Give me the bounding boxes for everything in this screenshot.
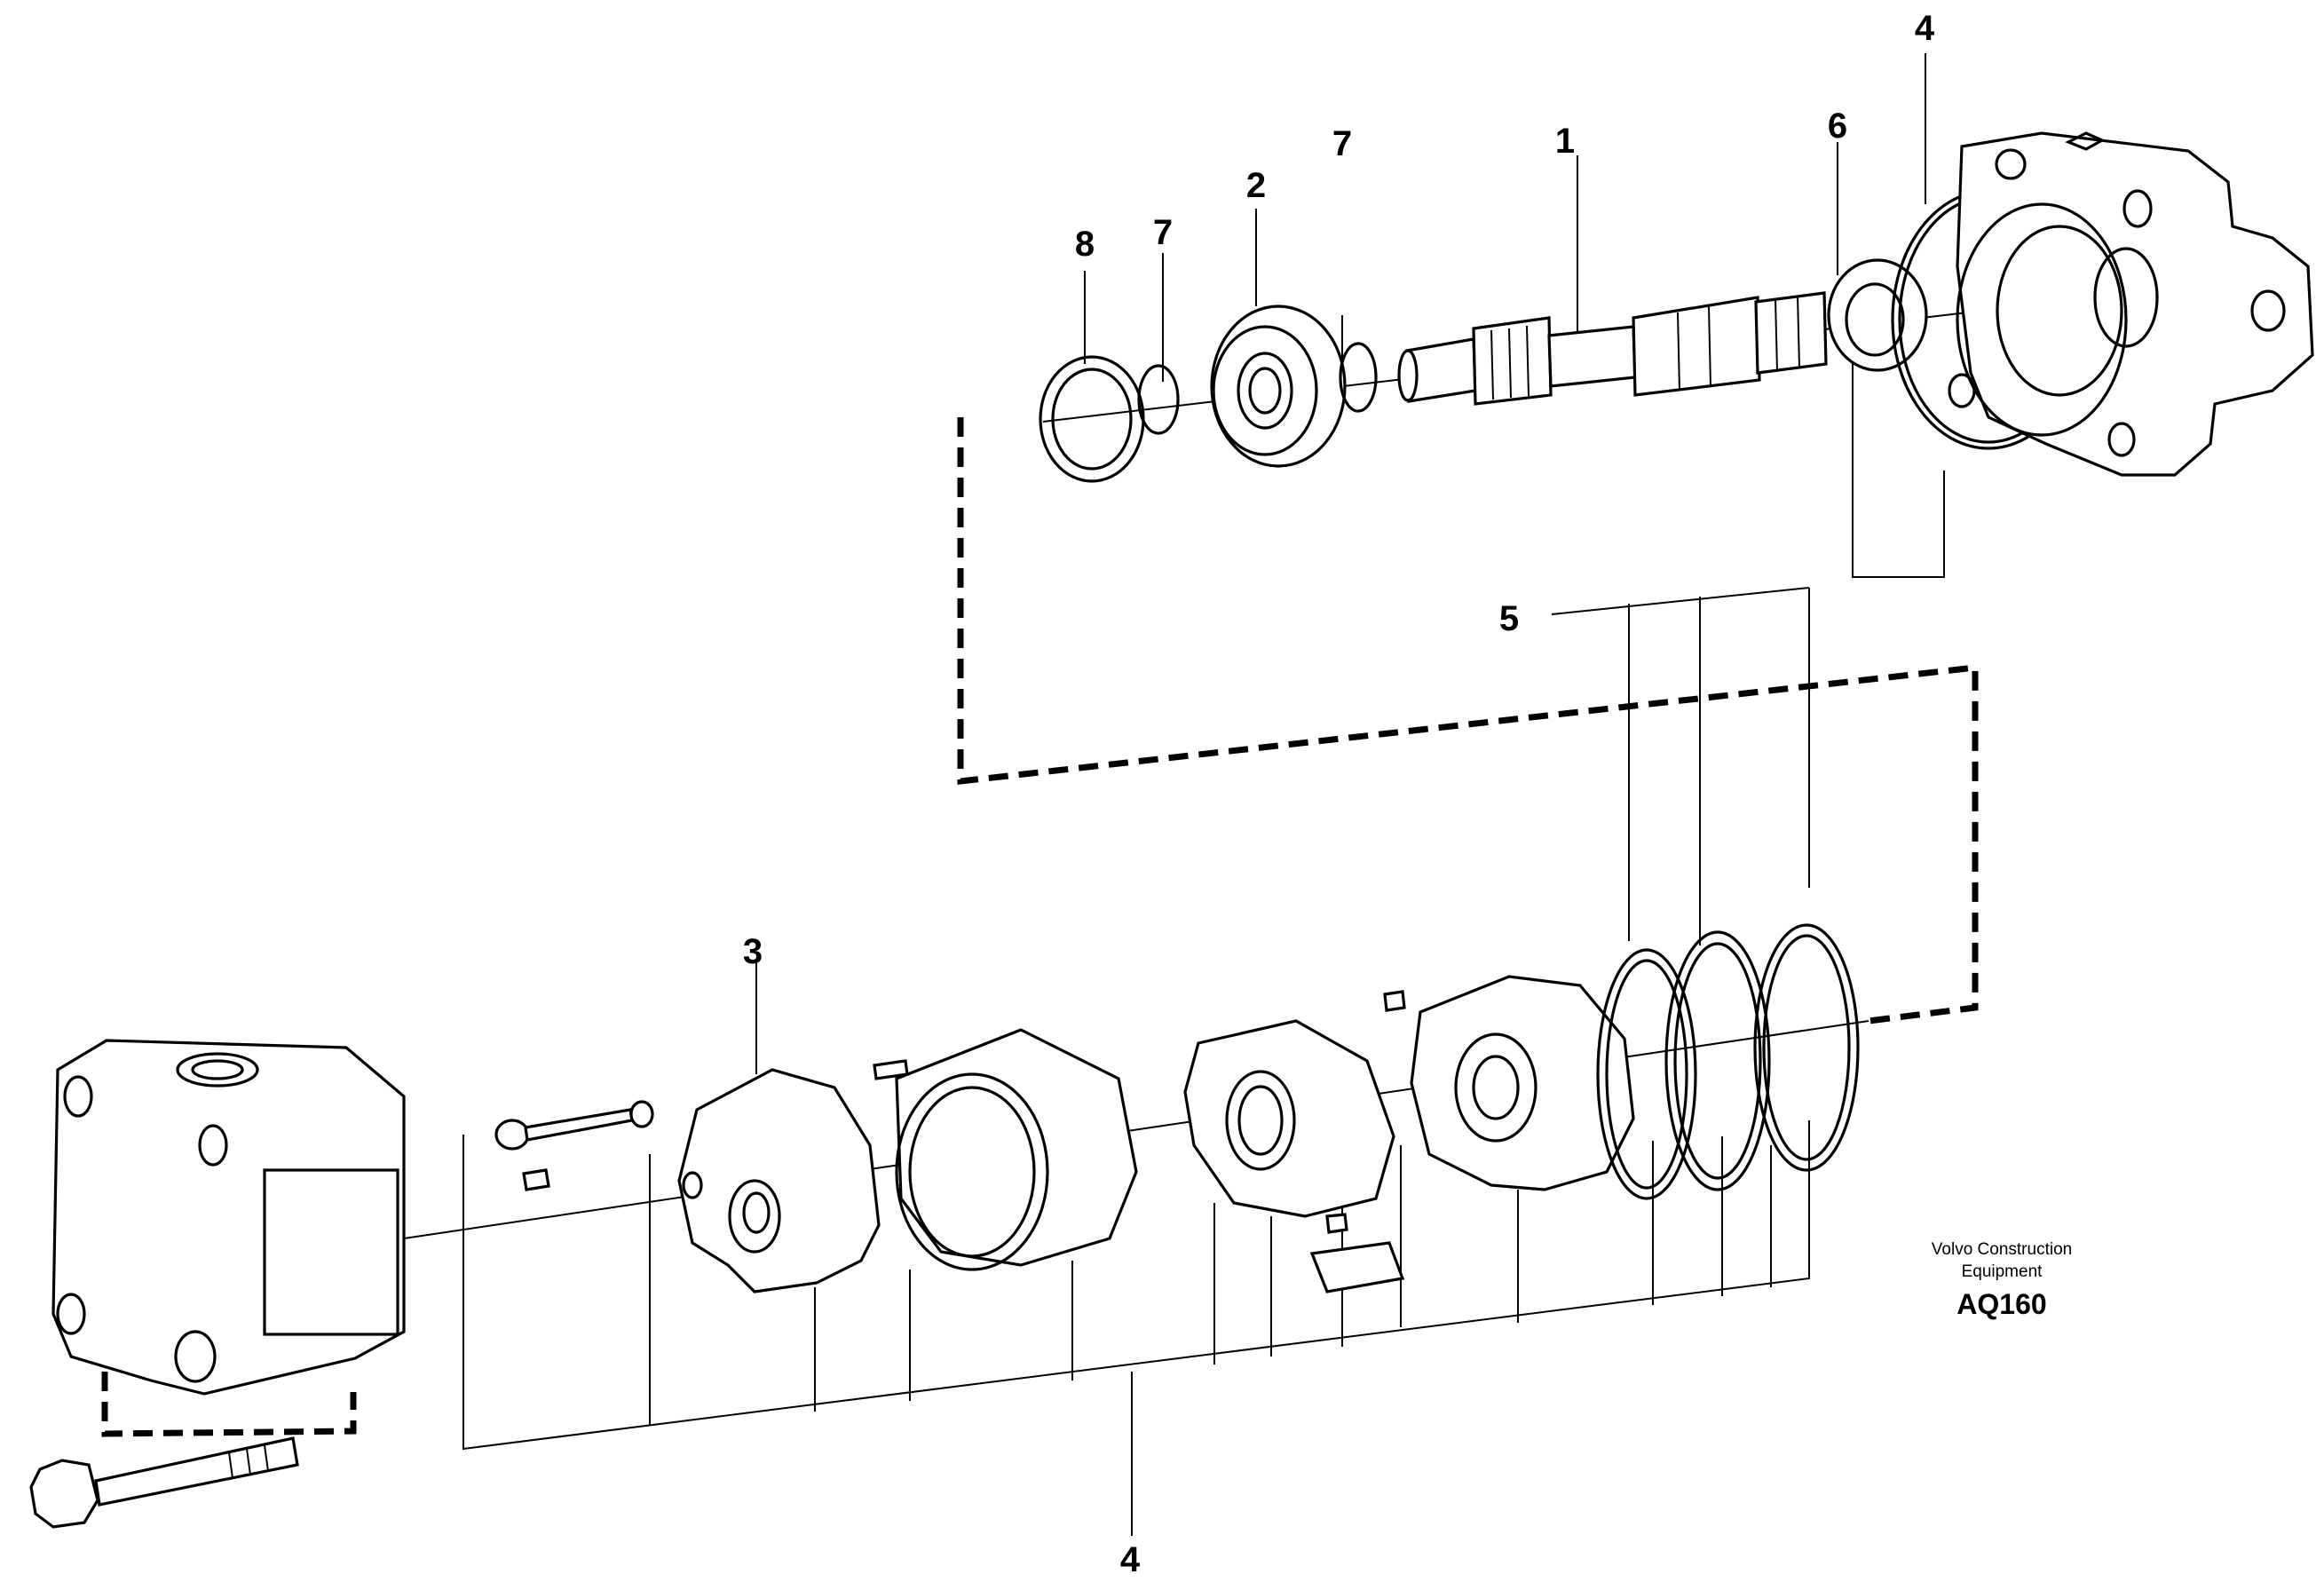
dashed-connectors [101, 417, 1979, 1437]
callout-4-bottom: 4 [1120, 1540, 1141, 1579]
drive-shaft-1 [1397, 291, 1828, 406]
front-housing [1948, 131, 2314, 477]
drawing-code: AQ160 [1956, 1288, 2046, 1320]
callout-7-right: 7 [1332, 124, 1352, 163]
callout-1: 1 [1555, 122, 1575, 161]
rotor [1183, 1019, 1405, 1293]
shaft-seal-6 [1827, 258, 1928, 372]
port-plate-3 [677, 1068, 881, 1293]
screw-small [494, 1100, 654, 1191]
callout-8: 8 [1075, 225, 1095, 264]
bearing-2 [1210, 305, 1347, 468]
callout-6: 6 [1828, 107, 1847, 146]
cam-ring [873, 1028, 1138, 1271]
bolt-long [29, 1436, 299, 1529]
callout-labels: 1 2 3 4 4 5 6 7 7 8 [743, 9, 1935, 1579]
leader-lines [462, 53, 1945, 1536]
end-cover [51, 1039, 406, 1396]
callout-2: 2 [1246, 166, 1266, 205]
callout-4-top: 4 [1915, 9, 1935, 48]
snap-ring-7-right [1339, 342, 1378, 413]
pressure-plate [1383, 975, 1635, 1191]
brand-line-1: Volvo Construction [1932, 1240, 2072, 1259]
brand-block: Volvo Construction Equipment AQ160 [1932, 1240, 2072, 1320]
callout-5: 5 [1499, 599, 1519, 638]
callout-3: 3 [743, 932, 763, 971]
seal-rings-lower [1596, 923, 1860, 1200]
callout-7-left: 7 [1153, 213, 1173, 252]
brand-line-2: Equipment [1962, 1262, 2043, 1281]
circlip-8 [1039, 355, 1145, 483]
snap-ring-7-left [1137, 364, 1180, 435]
